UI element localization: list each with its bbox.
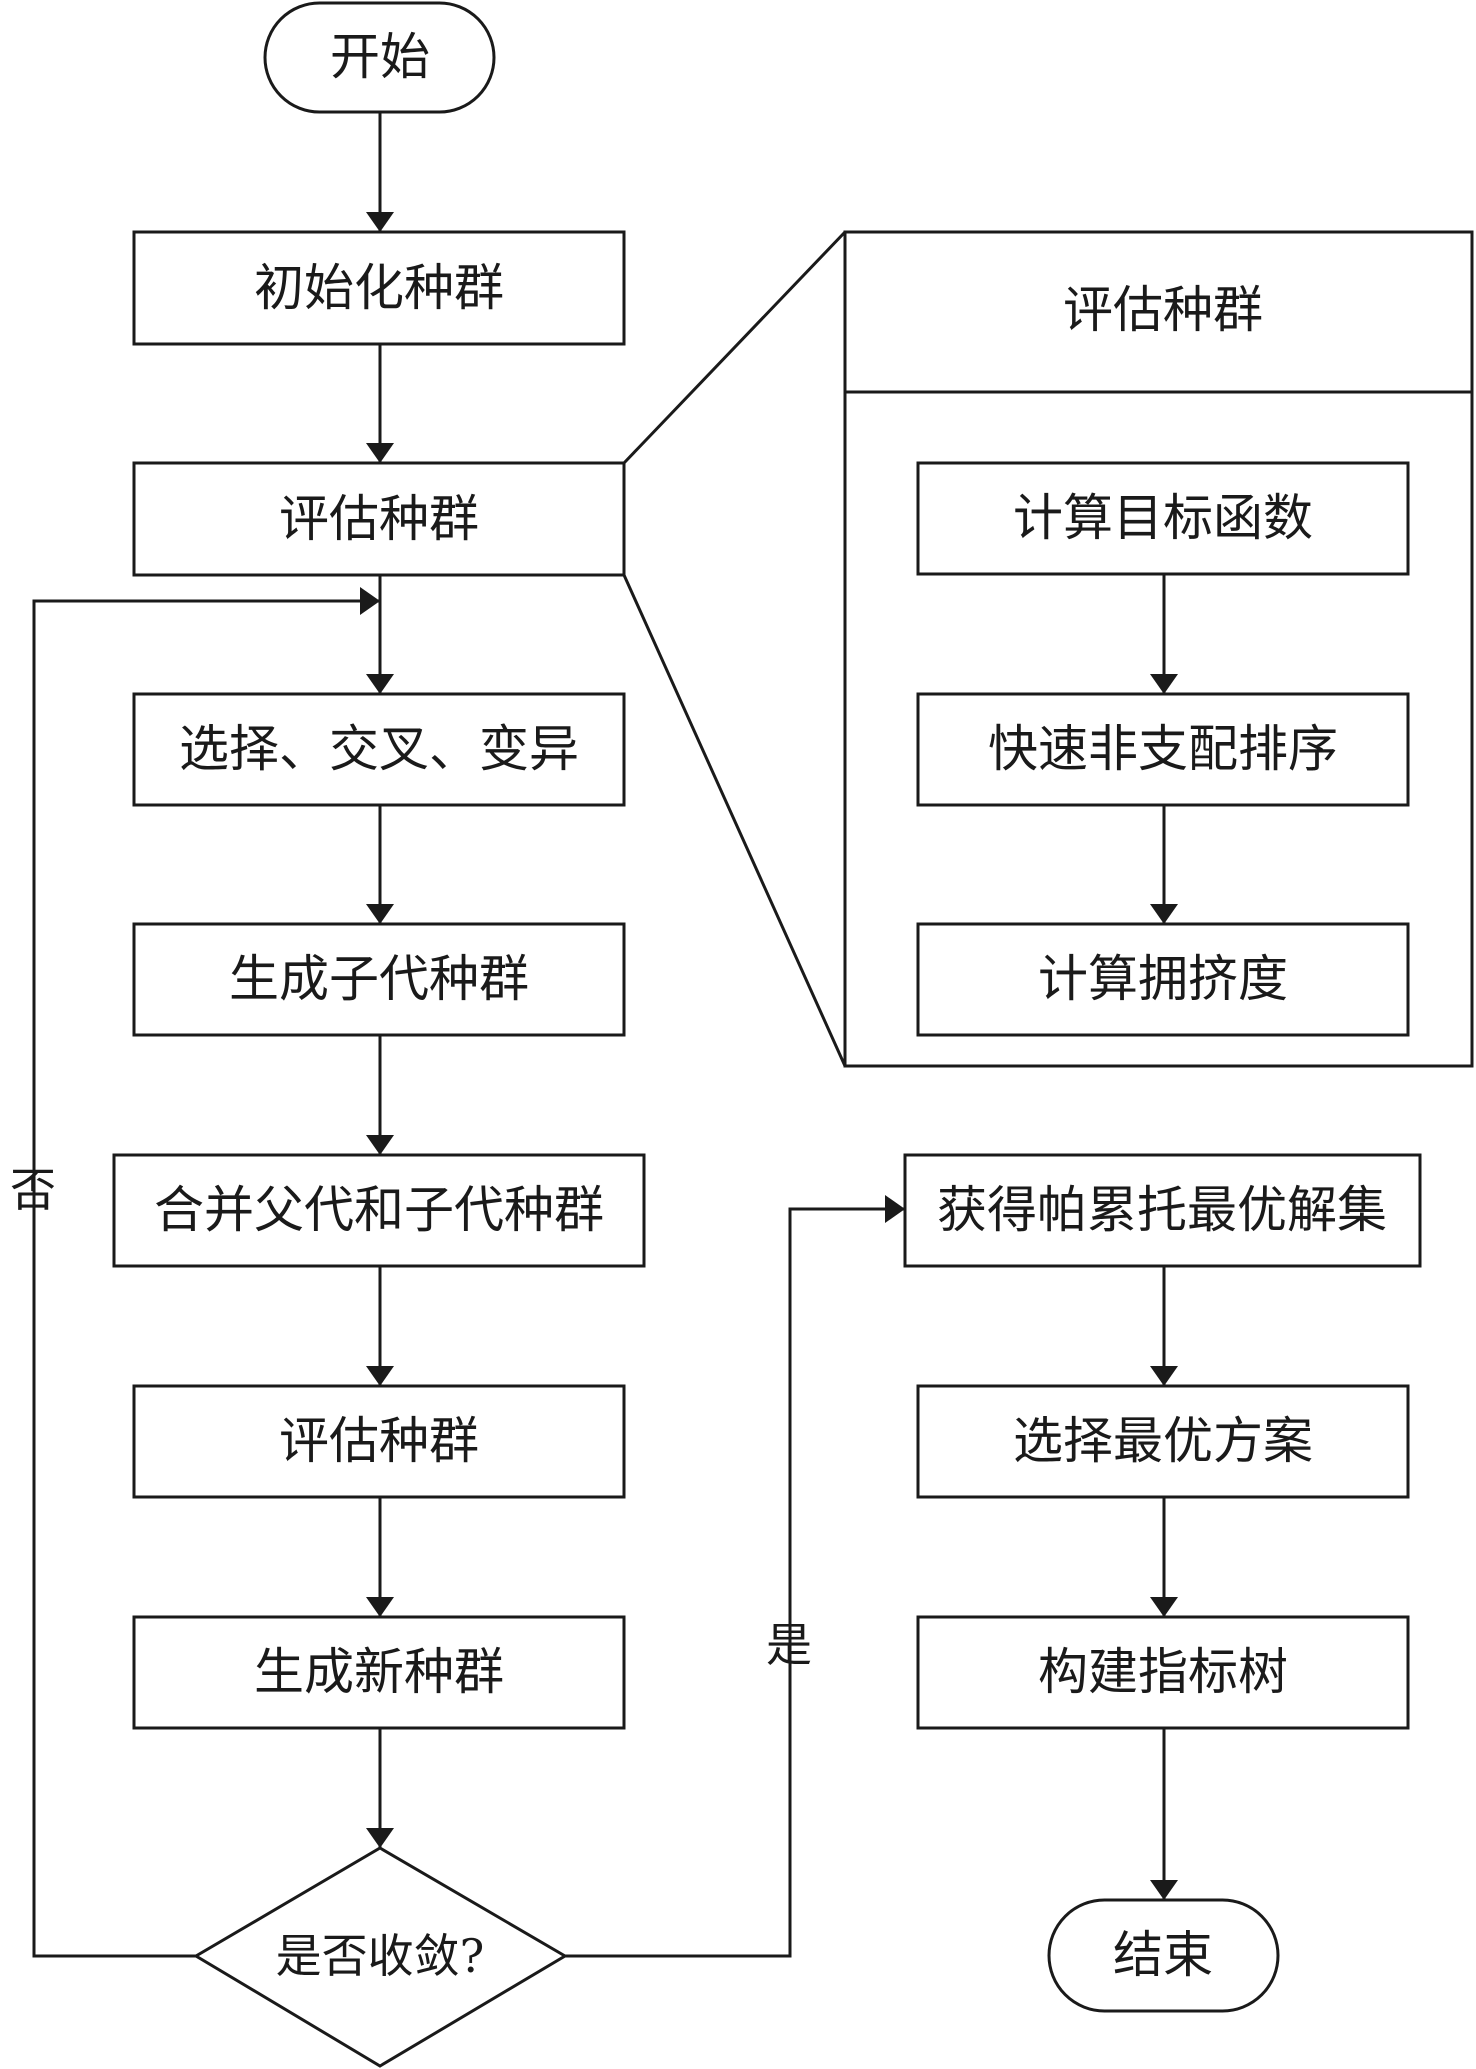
select-crossover-mutate-node: 选择、交叉、变异 — [132, 692, 626, 807]
detail-step-objective: 计算目标函数 — [916, 461, 1410, 576]
generate-new-population-box — [132, 1615, 626, 1730]
evaluate-population-box-1 — [132, 461, 626, 577]
merge-populations-node: 合并父代和子代种群 — [112, 1153, 646, 1268]
end-node: 结束 — [1047, 1898, 1280, 2013]
arrowhead-merge — [366, 1135, 394, 1155]
generate-offspring-node: 生成子代种群 — [132, 922, 626, 1037]
start-node: 开始 — [263, 1, 496, 114]
detail-step-crowding-label: 计算拥挤度 — [1038, 950, 1288, 1008]
merge-populations-label: 合并父代和子代种群 — [154, 1181, 604, 1239]
pareto-set-label: 获得帕累托最优解集 — [937, 1181, 1387, 1239]
detail-step-sort: 快速非支配排序 — [916, 692, 1410, 807]
init-population-box — [132, 230, 626, 346]
main-flow-connectors — [366, 112, 394, 1848]
arrowhead-no-loop — [360, 587, 380, 615]
detail-step-sort-label: 快速非支配排序 — [988, 720, 1338, 778]
evaluate-population-label-2: 评估种群 — [279, 1412, 479, 1470]
merge-populations-box — [112, 1153, 646, 1268]
build-indicator-tree-box — [916, 1615, 1410, 1730]
evaluate-population-label-1: 评估种群 — [279, 490, 479, 548]
converged-decision-node: 是否收敛? — [193, 1846, 568, 2068]
edge-label-no: 否 — [10, 1163, 56, 1217]
generate-new-population-label: 生成新种群 — [254, 1643, 504, 1701]
callout-line-top — [622, 230, 847, 465]
select-best-plan-node: 选择最优方案 — [916, 1384, 1410, 1499]
arrowhead-newpop — [366, 1597, 394, 1617]
select-best-plan-label: 选择最优方案 — [1013, 1412, 1313, 1470]
build-indicator-tree-label: 构建指标树 — [1038, 1643, 1288, 1701]
arrowhead-init — [366, 212, 394, 232]
detail-step-crowding-box — [916, 922, 1410, 1037]
arrowhead-offspring — [366, 904, 394, 924]
detail-step-objective-label: 计算目标函数 — [1013, 489, 1313, 547]
generate-offspring-box — [132, 922, 626, 1037]
connector-no-loop — [32, 599, 380, 1958]
end-terminal-shape — [1047, 1898, 1280, 2013]
build-indicator-tree-node: 构建指标树 — [916, 1615, 1410, 1730]
arrowhead-eval-2 — [366, 1366, 394, 1386]
start-label: 开始 — [330, 28, 430, 86]
arrowhead-sort — [1150, 674, 1178, 694]
converged-decision-label: 是否收敛? — [276, 1929, 485, 1983]
evaluate-population-box-2 — [132, 1384, 626, 1499]
evaluate-population-node-2: 评估种群 — [132, 1384, 626, 1499]
arrowhead-decision — [366, 1828, 394, 1848]
detail-step-objective-box — [916, 461, 1410, 576]
arrowhead-yes-branch — [885, 1195, 905, 1223]
connector-yes-branch — [565, 1207, 905, 1958]
arrowhead-end — [1150, 1880, 1178, 1900]
yes-branch-connector — [565, 1195, 905, 1958]
end-label: 结束 — [1113, 1926, 1213, 1984]
detail-callout-lines — [622, 230, 847, 1067]
select-crossover-mutate-label: 选择、交叉、变异 — [179, 720, 579, 778]
arrowhead-crowding — [1150, 904, 1178, 924]
pareto-set-node: 获得帕累托最优解集 — [903, 1153, 1422, 1268]
pareto-set-box — [903, 1153, 1422, 1268]
arrowhead-tree — [1150, 1597, 1178, 1617]
detail-step-crowding: 计算拥挤度 — [916, 922, 1410, 1037]
arrowhead-select-best — [1150, 1366, 1178, 1386]
generate-offspring-label: 生成子代种群 — [229, 950, 529, 1008]
init-population-node: 初始化种群 — [132, 230, 626, 346]
converged-decision-diamond — [193, 1846, 568, 2068]
evaluate-detail-panel: 评估种群 计算目标函数 快速非支配排序 计算拥挤度 — [843, 230, 1474, 1068]
arrowhead-select — [366, 674, 394, 694]
result-flow-connectors — [1150, 1266, 1178, 1900]
select-crossover-mutate-box — [132, 692, 626, 807]
start-terminal-shape — [263, 1, 496, 114]
generate-new-population-node: 生成新种群 — [132, 1615, 626, 1730]
init-population-label: 初始化种群 — [254, 259, 504, 317]
no-loop-connector — [32, 587, 380, 1958]
edge-label-yes: 是 — [766, 1618, 812, 1672]
callout-line-bottom — [622, 574, 847, 1067]
detail-panel-title: 评估种群 — [1063, 281, 1263, 339]
arrowhead-eval-1 — [366, 443, 394, 463]
detail-step-sort-box — [916, 692, 1410, 807]
select-best-plan-box — [916, 1384, 1410, 1499]
evaluate-population-node-1: 评估种群 — [132, 461, 626, 577]
